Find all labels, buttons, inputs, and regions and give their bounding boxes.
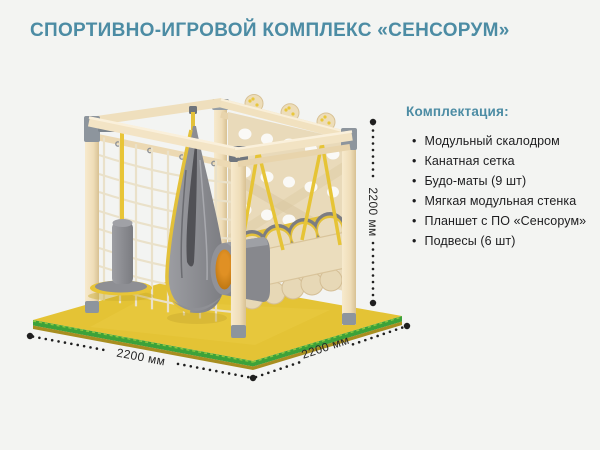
floor-mats [32, 277, 403, 370]
bullet-icon: • [412, 134, 417, 148]
disc-swing [88, 280, 154, 301]
spec-item: • Планшет с ПО «Сенсорум» [406, 211, 594, 231]
frame-top-back-beams [89, 94, 352, 152]
punching-bag [112, 133, 133, 284]
specs-list: • Модульный скалодром • Канатная сетка •… [406, 131, 594, 251]
bullet-icon: • [412, 154, 417, 168]
bullet-icon: • [412, 214, 417, 228]
frame-top-front-beams [87, 116, 353, 167]
spec-item-label: Мягкая модульная стенка [424, 194, 577, 208]
page-title: СПОРТИВНО-ИГРОВОЙ КОМПЛЕКС «СЕНСОРУМ» [30, 20, 510, 41]
bag-strap [120, 133, 124, 225]
spec-item-label: Планшет с ПО «Сенсорум» [424, 214, 587, 228]
spec-item: • Подвесы (6 шт) [406, 231, 594, 251]
spec-item: • Мягкая модульная стенка [406, 191, 594, 211]
bullet-icon: • [412, 174, 417, 188]
spec-item-label: Канатная сетка [424, 154, 515, 168]
spec-item-label: Подвесы (6 шт) [424, 234, 516, 248]
spec-item-label: Модульный скалодром [424, 134, 560, 148]
frame-post-front [229, 146, 248, 338]
spec-item: • Будо-маты (9 шт) [406, 171, 594, 191]
spec-item: • Модульный скалодром [406, 131, 594, 151]
bullet-icon: • [412, 194, 417, 208]
frame-post-right [341, 128, 357, 325]
spec-item-label: Будо-маты (9 шт) [424, 174, 527, 188]
specs-panel: Комплектация: • Модульный скалодром • Ка… [406, 104, 594, 251]
dimension-height: 2200 мм [366, 118, 380, 307]
bullet-icon: • [412, 234, 417, 248]
dimension-height-label: 2200 мм [366, 187, 380, 236]
specs-heading: Комплектация: [406, 104, 509, 119]
spec-item: • Канатная сетка [406, 151, 594, 171]
